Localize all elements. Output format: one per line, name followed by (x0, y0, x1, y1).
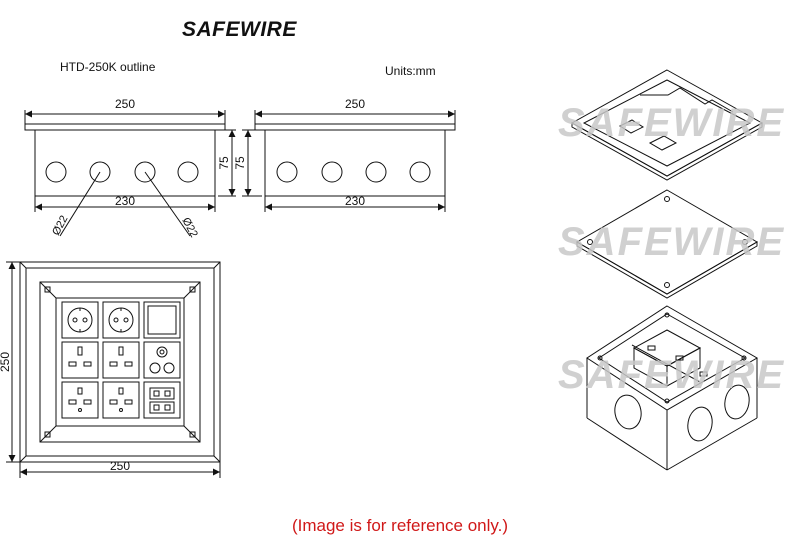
module-uk-socket-2 (102, 341, 140, 379)
plan-screw-tr (189, 286, 196, 293)
plan-screw-br (189, 431, 196, 438)
plan-height-label: 250 (0, 352, 12, 372)
box-module-slot-2 (675, 355, 684, 361)
plan-view (6, 261, 221, 478)
plan-screw-bl (44, 431, 51, 438)
box-screw-left (597, 355, 603, 361)
cover-hatch-2 (648, 135, 678, 151)
plan-outer-frame (19, 261, 221, 463)
module-schuko-1 (61, 301, 99, 339)
box-inner-rim (598, 313, 747, 403)
iso-plate (576, 189, 758, 299)
module-uk-socket-1 (61, 341, 99, 379)
plate-screw-right (742, 239, 748, 245)
module-schuko-2 (102, 301, 140, 339)
plan-width-label: 250 (110, 459, 130, 473)
iso-top-cover (570, 69, 764, 181)
front-bottom-width-label: 230 (115, 194, 135, 208)
front-lid (24, 123, 226, 131)
cover-rim (571, 122, 763, 181)
box-module-slot-1 (647, 345, 656, 351)
box-hole-side-1 (687, 406, 713, 442)
module-av-connectors (143, 341, 181, 379)
box-hole-side-2 (724, 384, 750, 420)
front-height-label: 75 (217, 156, 231, 170)
watermark-2: SAFEWIRE (558, 220, 785, 264)
plate-screw-top (664, 196, 670, 202)
watermark-1: SAFEWIRE (558, 101, 785, 145)
iso-box (586, 305, 758, 471)
side-top-width-label: 250 (345, 97, 365, 111)
plan-corner-br (213, 455, 221, 463)
units-label: Units:mm (385, 64, 436, 78)
box-hole-front-1 (614, 394, 642, 430)
cover-detail-line (640, 87, 734, 113)
box-module-slot-3 (699, 371, 708, 377)
side-hole-4 (409, 161, 431, 183)
front-hole-3 (134, 161, 156, 183)
side-height-label: 75 (233, 156, 247, 170)
reference-note: (Image is for reference only.) (291, 516, 509, 535)
side-body (264, 129, 446, 197)
module-data-ports (143, 381, 181, 419)
box-module-divider (631, 344, 701, 383)
hole-leader-left (59, 171, 101, 237)
plan-lid-outer (39, 281, 201, 443)
plan-lid-corner-bl (39, 425, 57, 443)
front-hole-1 (45, 161, 67, 183)
box-bottom-left (586, 417, 668, 471)
plan-lid-corner-tr (183, 281, 201, 299)
cover-inner-edge (582, 79, 752, 167)
box-screw-bottom (664, 398, 670, 404)
module-blank-plate (143, 301, 181, 339)
watermark-3: SAFEWIRE (558, 353, 785, 397)
plan-lid-corner-tl (39, 281, 57, 299)
box-bottom-right (666, 417, 758, 471)
box-screw-top (664, 312, 670, 318)
front-view (24, 110, 236, 237)
plan-corner-bl (19, 455, 27, 463)
cover-hatch-1 (618, 119, 645, 134)
plate-edge (576, 241, 758, 299)
hole-leader-right (144, 171, 191, 237)
side-lid (254, 123, 456, 131)
module-uk-socket-4 (102, 381, 140, 419)
side-view (242, 110, 456, 212)
plan-corner-tl (19, 261, 27, 269)
hole-label-right: Ø22 (179, 216, 199, 240)
front-hole-2 (89, 161, 111, 183)
model-label: HTD-250K outline (60, 60, 156, 74)
brand-title: SAFEWIRE (182, 18, 297, 41)
plan-inner-frame (25, 267, 215, 457)
side-hole-2 (321, 161, 343, 183)
plan-lid-corner-br (183, 425, 201, 443)
box-module-front-right (666, 347, 701, 387)
plan-corner-tr (213, 261, 221, 269)
front-body (34, 129, 216, 197)
front-top-width-label: 250 (115, 97, 135, 111)
front-hole-4 (177, 161, 199, 183)
box-screw-right (741, 355, 747, 361)
plan-lid-inner (55, 297, 185, 427)
side-hole-3 (365, 161, 387, 183)
module-uk-socket-3 (61, 381, 99, 419)
plate-screw-left (587, 239, 593, 245)
side-bottom-width-label: 230 (345, 194, 365, 208)
side-hole-1 (276, 161, 298, 183)
plate-screw-bottom (664, 282, 670, 288)
plan-screw-tl (44, 286, 51, 293)
hole-label-left: Ø22 (50, 214, 70, 238)
